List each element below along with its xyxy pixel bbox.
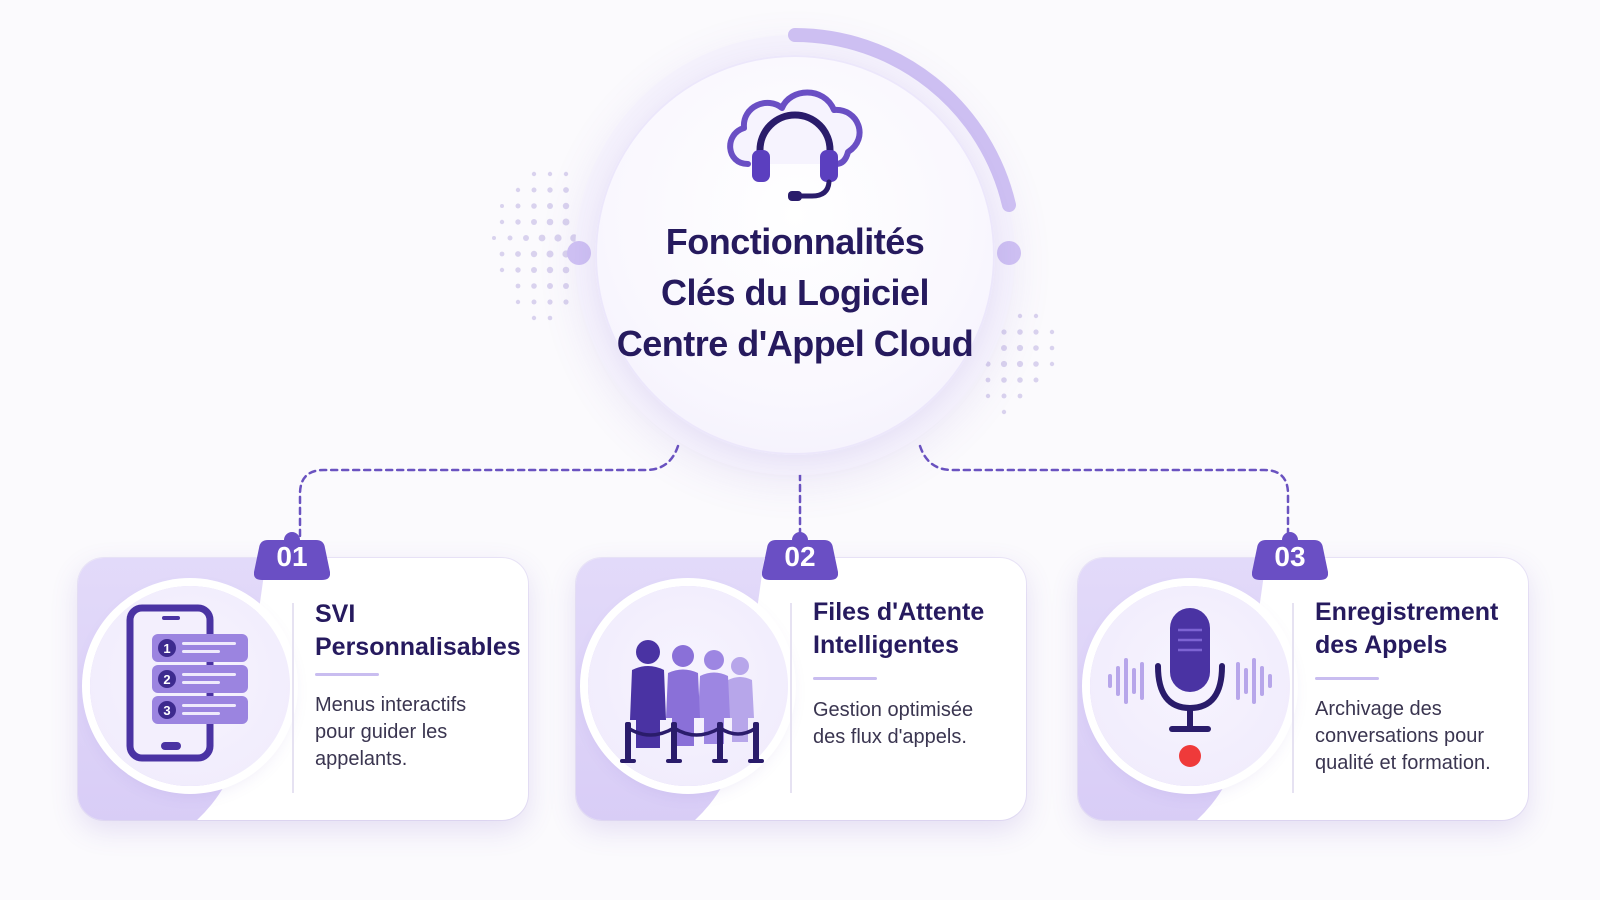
- feature-description-line: Menus interactifs: [315, 694, 467, 716]
- card-divider: [790, 603, 792, 793]
- feature-title-line: Files d'Attente: [813, 598, 985, 626]
- step-badge-3: 03: [1252, 532, 1328, 580]
- feature-description-line: des flux d'appels.: [813, 726, 967, 748]
- feature-card-3: Enregistrement des Appels Archivage des …: [1078, 558, 1528, 820]
- badge-shape: [762, 532, 838, 580]
- hub-progress-arc: [567, 28, 1021, 265]
- connector-to-card-3: [918, 444, 1290, 540]
- menu-number-1: 1: [163, 641, 170, 656]
- people-queue-icon: [620, 640, 764, 763]
- feature-description: Gestion optimisée des flux d'appels.: [813, 697, 1018, 751]
- step-badge-2: 02: [762, 532, 838, 580]
- badge-shape: [1252, 532, 1328, 580]
- step-number: 03: [1274, 541, 1306, 572]
- feature-description: Archivage des conversations pour qualité…: [1315, 696, 1520, 777]
- feature-description-line: Archivage des: [1315, 698, 1442, 720]
- dot-pattern-right: [985, 313, 1055, 415]
- menu-number-2: 2: [163, 672, 170, 687]
- feature-card-2: Files d'Attente Intelligentes Gestion op…: [576, 558, 1026, 820]
- step-badge-1: 01: [254, 532, 330, 580]
- feature-title-line: Personnalisables: [315, 633, 521, 661]
- hub-title-line-1: Fonctionnalités: [665, 221, 925, 262]
- feature-description-line: appelants.: [315, 748, 408, 770]
- feature-title-line: Enregistrement: [1315, 598, 1499, 626]
- microphone-recording-icon: [1108, 608, 1272, 767]
- title-underline: [1315, 677, 1379, 680]
- feature-card-1: 1 2 3 SVI Personnalisables Menus interac…: [78, 558, 528, 820]
- feature-description-line: conversations pour: [1315, 725, 1484, 747]
- feature-title: Files d'Attente Intelligentes: [813, 596, 1018, 662]
- hub-title: Fonctionnalités Clés du Logiciel Centre …: [595, 216, 995, 369]
- phone-menu-icon: 1 2 3: [126, 604, 248, 762]
- connector-to-card-1: [298, 444, 680, 540]
- feature-description-line: Gestion optimisée: [813, 699, 974, 721]
- feature-title: Enregistrement des Appels: [1315, 596, 1520, 662]
- card-divider: [1292, 603, 1294, 793]
- menu-number-3: 3: [163, 703, 170, 718]
- card-divider: [292, 603, 294, 793]
- cloud-headset-icon: [727, 89, 863, 201]
- feature-description-line: qualité et formation.: [1315, 752, 1491, 774]
- step-number: 02: [784, 541, 816, 572]
- title-underline: [813, 677, 877, 680]
- hub-title-line-3: Centre d'Appel Cloud: [616, 323, 974, 364]
- badge-shape: [254, 532, 330, 580]
- step-number: 01: [276, 541, 308, 572]
- feature-title-line: SVI: [315, 600, 356, 628]
- hub-title-line-2: Clés du Logiciel: [660, 272, 930, 313]
- title-underline: [315, 673, 379, 676]
- feature-title-line: des Appels: [1315, 631, 1448, 659]
- feature-description: Menus interactifs pour guider les appela…: [315, 692, 520, 773]
- feature-description-line: pour guider les: [315, 721, 448, 743]
- feature-title: SVI Personnalisables: [315, 598, 521, 664]
- feature-title-line: Intelligentes: [813, 631, 959, 659]
- record-indicator: [1179, 745, 1201, 767]
- dot-pattern-left: [492, 171, 578, 321]
